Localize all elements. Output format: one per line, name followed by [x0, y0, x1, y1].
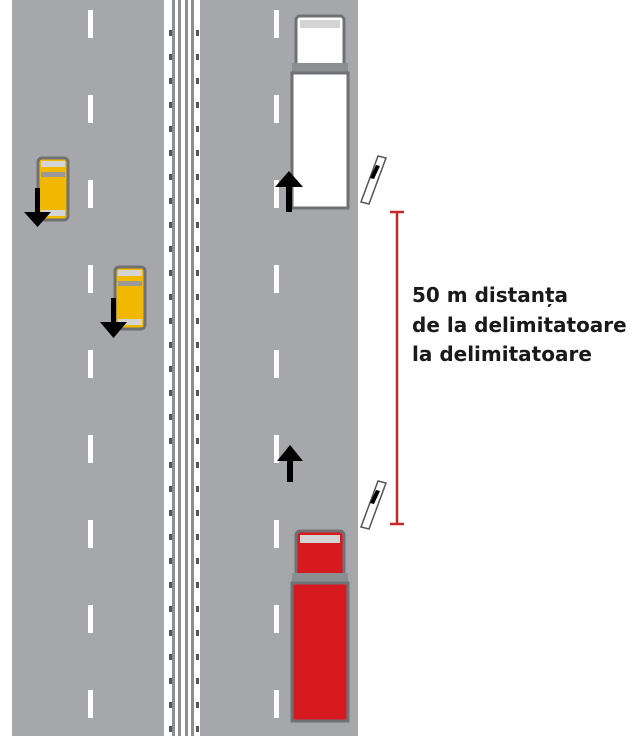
barrier-post — [196, 678, 199, 684]
barrier-post — [196, 390, 199, 396]
lane-dash — [274, 95, 279, 123]
barrier-post — [169, 222, 172, 228]
distance-label-line-2: de la delimitatoare — [412, 313, 627, 337]
arrow-up-icon — [275, 171, 303, 212]
lane-dash — [274, 690, 279, 718]
lane-dash — [274, 435, 279, 463]
barrier-post — [196, 582, 199, 588]
lane-dash — [274, 605, 279, 633]
delineator-post-icon — [360, 155, 387, 205]
barrier-post — [196, 246, 199, 252]
lane-dash — [274, 265, 279, 293]
lane-dash — [88, 690, 93, 718]
lane-dash — [88, 95, 93, 123]
barrier-post — [169, 486, 172, 492]
yellow-car — [113, 265, 147, 331]
barrier-post — [169, 342, 172, 348]
lane-dash — [274, 350, 279, 378]
white-truck — [290, 14, 350, 210]
distance-label-line-1: 50 m distanța — [412, 283, 569, 307]
barrier-post — [169, 390, 172, 396]
arrow-down-icon — [24, 188, 51, 227]
lane-markings-right — [274, 10, 279, 718]
lane-dash — [88, 265, 93, 293]
barrier-post — [196, 318, 199, 324]
barrier-post — [196, 438, 199, 444]
barrier-post — [169, 462, 172, 468]
barrier-post — [169, 678, 172, 684]
barrier-post — [196, 222, 199, 228]
barrier-post — [169, 606, 172, 612]
barrier-post — [169, 414, 172, 420]
red-truck — [290, 529, 350, 723]
barrier-post — [196, 414, 199, 420]
barrier-post — [196, 630, 199, 636]
barrier-post — [169, 366, 172, 372]
barrier-post — [169, 726, 172, 732]
barrier-post — [169, 270, 172, 276]
barrier-post — [196, 102, 199, 108]
barrier-post — [169, 558, 172, 564]
barrier-post — [169, 438, 172, 444]
distance-marker — [390, 210, 404, 526]
barrier-post — [196, 174, 199, 180]
barrier-post — [169, 246, 172, 252]
barrier-post — [169, 534, 172, 540]
barrier-post — [196, 606, 199, 612]
barrier-post — [169, 318, 172, 324]
barrier-post — [169, 150, 172, 156]
barrier-post — [169, 654, 172, 660]
barrier-post — [196, 366, 199, 372]
barrier-post — [196, 726, 199, 732]
barrier-post — [196, 462, 199, 468]
barrier-post — [196, 654, 199, 660]
barrier-post — [196, 150, 199, 156]
distance-label-line-3: la delimitatoare — [412, 342, 592, 366]
barrier-post — [196, 198, 199, 204]
lane-dash — [88, 520, 93, 548]
barrier-post — [196, 294, 199, 300]
median-barrier — [164, 0, 200, 736]
lane-markings-left — [88, 10, 93, 718]
barrier-post — [169, 30, 172, 36]
arrow-down-icon — [100, 298, 127, 338]
barrier-post — [196, 510, 199, 516]
barrier-post — [196, 702, 199, 708]
barrier-post — [169, 102, 172, 108]
arrow-up-icon — [277, 445, 303, 482]
barrier-post — [169, 126, 172, 132]
barrier-post — [196, 486, 199, 492]
lane-dash — [88, 350, 93, 378]
lane-dash — [88, 180, 93, 208]
barrier-post — [169, 78, 172, 84]
lane-dash — [274, 180, 279, 208]
barrier-post — [169, 54, 172, 60]
barrier-post — [169, 702, 172, 708]
lane-dash — [274, 10, 279, 38]
lane-dash — [88, 435, 93, 463]
barrier-post — [196, 126, 199, 132]
lane-dash — [274, 520, 279, 548]
barrier-post — [196, 558, 199, 564]
barrier-post — [196, 342, 199, 348]
barrier-post — [169, 174, 172, 180]
barrier-post — [169, 294, 172, 300]
lane-dash — [88, 10, 93, 38]
delineator-post-icon — [360, 480, 387, 530]
barrier-post — [169, 582, 172, 588]
barrier-post — [169, 510, 172, 516]
lane-dash — [88, 605, 93, 633]
barrier-post — [169, 198, 172, 204]
barrier-post — [196, 78, 199, 84]
barrier-post — [169, 630, 172, 636]
barrier-post — [196, 30, 199, 36]
barrier-post — [196, 54, 199, 60]
yellow-car — [36, 156, 70, 222]
barrier-post — [196, 270, 199, 276]
barrier-post — [196, 534, 199, 540]
